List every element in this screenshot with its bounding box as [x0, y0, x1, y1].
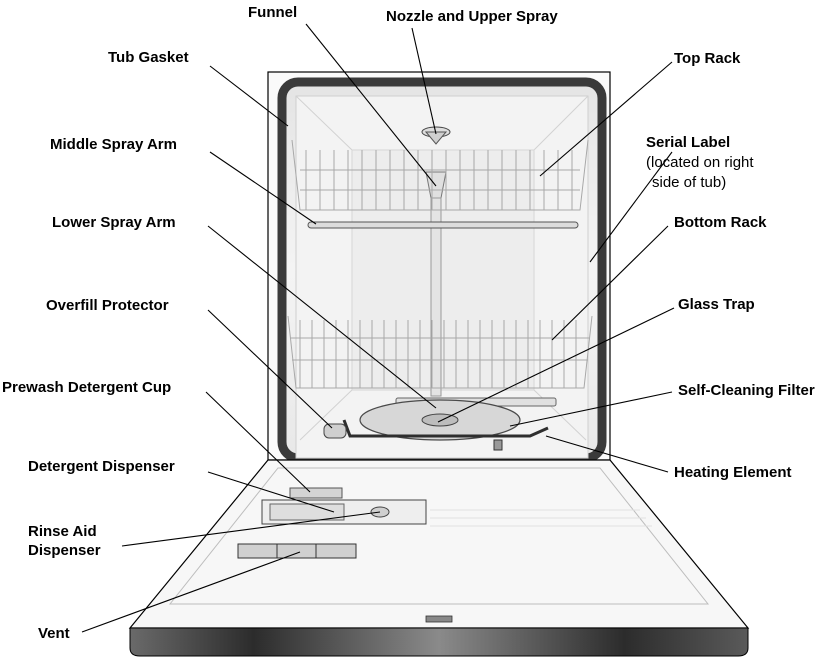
bottom-rack	[287, 315, 593, 389]
label-serial-note-1: (located on right	[646, 154, 754, 171]
label-top-rack: Top Rack	[674, 50, 741, 67]
label-glass-trap: Glass Trap	[678, 296, 755, 313]
label-rinse-aid-1: Rinse Aid	[28, 523, 97, 540]
prewash-cup-shape	[289, 487, 343, 499]
label-tub-gasket: Tub Gasket	[108, 49, 189, 66]
lower-spray-area	[323, 397, 557, 451]
labels: Funnel Nozzle and Upper Spray Tub Gasket…	[2, 4, 815, 642]
label-lower-spray-arm: Lower Spray Arm	[52, 214, 176, 231]
middle-spray-arm	[307, 221, 579, 229]
detergent-dispenser-shape	[261, 499, 427, 525]
door	[128, 459, 750, 657]
funnel	[425, 171, 447, 397]
vent-shape	[237, 543, 357, 559]
label-vent: Vent	[38, 625, 70, 642]
label-rinse-aid-2: Dispenser	[28, 542, 101, 559]
label-nozzle: Nozzle and Upper Spray	[386, 8, 558, 25]
leader-lines	[81, 23, 675, 633]
label-bottom-rack: Bottom Rack	[674, 214, 767, 231]
label-self-cleaning-filter: Self-Cleaning Filter	[678, 382, 815, 399]
label-overfill-protector: Overfill Protector	[46, 297, 169, 314]
label-serial-label: Serial Label	[646, 134, 730, 151]
label-detergent-dispenser: Detergent Dispenser	[28, 458, 175, 475]
label-prewash-cup: Prewash Detergent Cup	[2, 379, 171, 396]
label-heating-element: Heating Element	[674, 464, 792, 481]
label-serial-note-2: side of tub)	[652, 174, 726, 191]
label-middle-spray-arm: Middle Spray Arm	[50, 136, 177, 153]
label-funnel: Funnel	[248, 4, 297, 21]
